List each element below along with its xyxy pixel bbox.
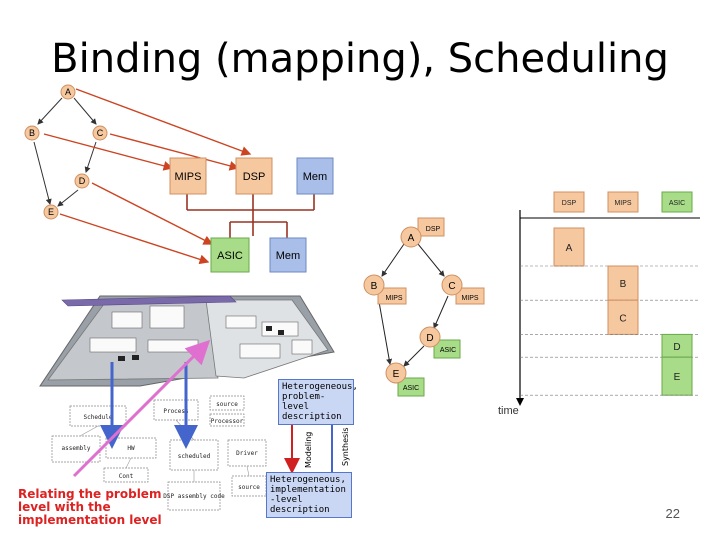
schedule-task-label: B [620,279,627,290]
svg-text:Schedule: Schedule [84,414,113,421]
page-number: 22 [665,506,680,521]
svg-text:E: E [48,207,54,217]
svg-text:Mem: Mem [303,171,327,183]
mapped-node-d: ASIC D [419,326,461,359]
svg-text:source: source [216,401,238,408]
callout-implementation-level: Heterogeneous, implementation -level des… [266,472,352,518]
schedule-header-asic [661,191,693,213]
schedule-task-label: A [566,243,573,254]
relating-note: Relating the problem level with the impl… [18,487,162,527]
asic-bottom: ASIC [210,237,250,273]
flow-arrows [72,339,340,478]
svg-text:DSP: DSP [243,171,266,183]
mapped-node-c: MIPS C [441,274,485,305]
schedule-task-label: D [673,342,680,353]
svg-text:C: C [97,128,104,138]
schedule-task-label: E [674,372,681,383]
schedule-header-label: ASIC [669,200,685,207]
mapped-node-e: ASIC E [385,362,425,397]
mem-bottom: Mem [269,237,307,273]
svg-text:Mem: Mem [276,250,300,262]
callout-problem-level: Heterogeneous, problem-level description [278,379,358,425]
proc-mips-top: MIPS [169,157,207,195]
svg-text:A: A [408,233,415,244]
schedule-task-c [607,299,639,335]
schedule-time-label: time [498,405,519,417]
task-graph-edges [33,97,97,207]
mapped-node-b: MIPS B [363,274,407,305]
mapped-node-a: DSP A [400,217,445,248]
schedule-task-b [607,265,639,301]
svg-text:assembly: assembly [62,445,91,452]
svg-text:DSP: DSP [426,226,441,233]
svg-text:ASIC: ASIC [217,250,243,262]
bus-lines [186,194,315,238]
node-c: C [92,125,108,141]
schedule-header-mips [607,191,639,213]
svg-text:HW: HW [127,445,135,452]
svg-text:MIPS: MIPS [175,171,202,183]
schedule-header-label: DSP [562,200,577,207]
schedule-header-label: MIPS [614,200,631,207]
schedule-axis-arrow [516,398,524,406]
svg-text:A: A [65,87,71,97]
mem-top: Mem [296,157,334,195]
svg-text:MIPS: MIPS [385,295,402,302]
svg-text:B: B [29,128,35,138]
svg-text:Cont: Cont [119,473,134,480]
node-e: E [43,204,59,220]
svg-text:D: D [79,176,86,186]
svg-text:D: D [426,333,433,344]
mapped-graph-edges [377,243,449,367]
mapped-graph: DSP A MIPS B MIPS C ASIC D ASIC E [363,217,485,397]
arrow-relate [72,339,211,478]
svg-text:ASIC: ASIC [403,385,419,392]
node-a: A [60,84,76,100]
schedule-task-a [553,227,585,267]
slide-title: Binding (mapping), Scheduling [51,36,669,82]
flow-diagram: Schedule Process source Processor assemb… [39,295,350,511]
svg-text:C: C [448,281,455,292]
svg-text:MIPS: MIPS [461,295,478,302]
schedule-task-e [661,356,693,396]
architecture: MIPS DSP Mem ASIC Mem [169,157,334,273]
node-d: D [74,173,90,189]
node-b: B [24,125,40,141]
schedule-header-dsp [553,191,585,213]
svg-text:source: source [238,484,260,491]
svg-text:Driver: Driver [236,450,258,457]
svg-text:scheduled: scheduled [178,453,211,460]
svg-text:B: B [371,281,378,292]
proc-dsp-top: DSP [235,157,273,195]
svg-text:ASIC: ASIC [440,347,456,354]
mapping-arrows [43,88,252,265]
svg-text:Process: Process [163,408,189,415]
svg-text:DSP assembly code: DSP assembly code [163,493,225,500]
task-graph-nodes: A B C D E [24,84,108,220]
svg-text:E: E [393,369,400,380]
schedule-task-label: C [619,313,626,324]
label-modeling: Modeling [304,432,313,468]
label-synthesis: Synthesis [341,427,350,466]
svg-text:Processor: Processor [211,418,244,425]
